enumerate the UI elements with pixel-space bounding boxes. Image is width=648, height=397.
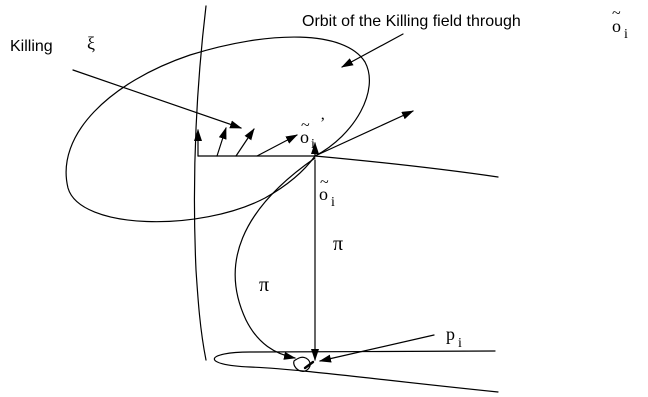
vertical-leaf-curve <box>193 5 207 361</box>
killing-vector-5 <box>314 110 414 157</box>
o-prime-mark: ’ <box>320 115 325 132</box>
orbit-caption: Orbit of the Killing field through <box>302 13 521 30</box>
base-point-loop <box>293 356 311 372</box>
curved-projection-path <box>234 157 316 360</box>
orbit-o-tilde: ~ <box>612 5 621 22</box>
horizontal-section-line <box>197 155 499 178</box>
killing-pointer-arrow <box>72 69 242 129</box>
p-label-letter: p <box>446 324 455 344</box>
base-curve <box>213 350 499 393</box>
base-point-tick <box>303 360 315 370</box>
o-point-letter: o <box>319 184 328 204</box>
pi-label-curved: π <box>259 274 269 296</box>
orbit-pointer-arrow <box>341 33 404 68</box>
p-pointer-arrow <box>319 334 435 363</box>
orbit-ellipse <box>65 36 370 223</box>
o-point-tilde: ~ <box>320 174 329 191</box>
o-prime-subscript: i <box>311 137 315 152</box>
xi-symbol: ξ <box>87 33 95 53</box>
killing-vector-3 <box>235 128 255 157</box>
o-prime-tilde: ~ <box>301 117 310 134</box>
orbit-o-subscript: i <box>624 27 628 42</box>
p-label-subscript: i <box>458 336 462 351</box>
o-point-subscript: i <box>331 195 335 210</box>
killing-vector-2 <box>216 127 227 157</box>
killing-vector-4 <box>256 134 298 157</box>
o-prime-letter: o <box>300 127 309 147</box>
pi-label-straight: π <box>333 233 343 255</box>
orbit-o-letter: o <box>612 16 621 36</box>
killing-label: Killing <box>10 38 53 55</box>
